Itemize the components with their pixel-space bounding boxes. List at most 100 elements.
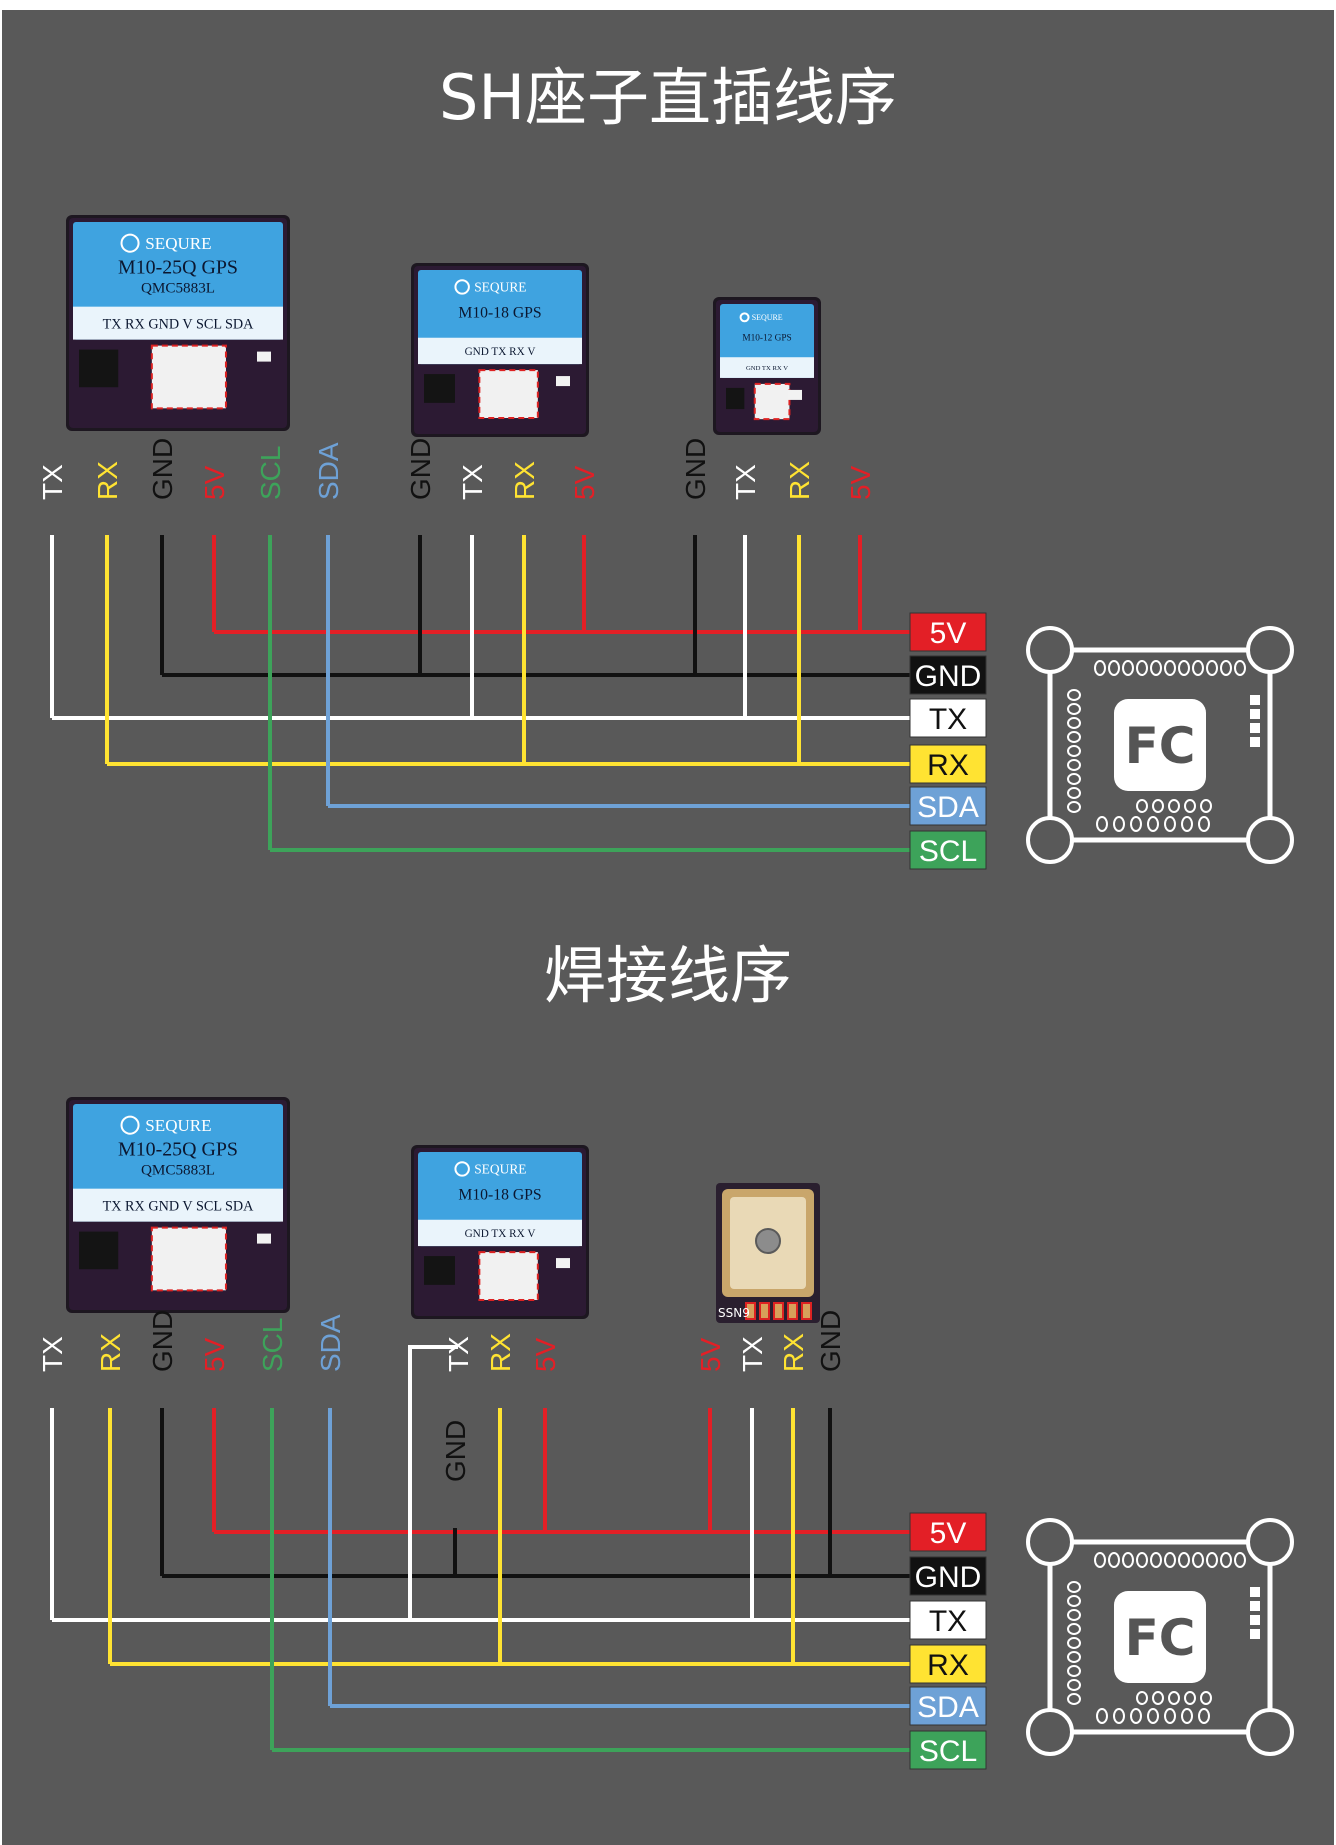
sequre-logo-icon (120, 1115, 140, 1135)
module-connector (150, 344, 227, 410)
fc-board-2: FC (1026, 1518, 1294, 1756)
pad (1147, 1708, 1159, 1724)
pad (1234, 660, 1246, 676)
fc-label: FC (1125, 1609, 1196, 1667)
pad (1164, 660, 1176, 676)
pin-label-rx: RX (95, 1333, 126, 1372)
pad (1094, 1552, 1106, 1568)
mount-hole-icon (1026, 1708, 1074, 1756)
fc-label: FC (1125, 717, 1196, 775)
pin-label-5v: 5V (199, 465, 230, 500)
mount-hole-icon (1026, 626, 1074, 674)
fc-pin-label: GND (915, 660, 982, 693)
pad (1122, 1552, 1134, 1568)
fc-pin-label: GND (915, 1561, 982, 1594)
pad (1192, 1552, 1204, 1568)
fc-pin-label: SDA (917, 1691, 979, 1724)
pad (1136, 1552, 1148, 1568)
pin-label-5v: 5V (845, 465, 876, 500)
pad (1206, 1552, 1218, 1568)
fc-pin-box (909, 786, 987, 826)
fc-pin-tx: TX (909, 1600, 987, 1640)
pad (1181, 816, 1193, 832)
pad (1067, 1693, 1081, 1705)
module-chip-ic (79, 349, 119, 388)
solder-pad (759, 1302, 770, 1320)
pad (1250, 695, 1260, 705)
fc-pin-label: 5V (930, 617, 967, 650)
pin-label-gnd: GND (440, 1420, 471, 1482)
pad (1164, 1708, 1176, 1724)
fc-pin-5v: 5V (909, 1512, 987, 1552)
gps-module-3: SSN9 (716, 1183, 820, 1323)
pin-label-rx: RX (784, 461, 815, 500)
pad (1067, 801, 1081, 813)
pad (1150, 660, 1162, 676)
fc-pin-gnd: GND (909, 1556, 987, 1596)
pad (1198, 1708, 1210, 1724)
module-pinout: GND TX RX V (746, 365, 788, 372)
fc-outline (1047, 1539, 1273, 1735)
fc-pin-box (909, 1556, 987, 1596)
pad (1067, 1609, 1081, 1621)
pin-label-sda: SDA (315, 1314, 346, 1372)
pad (1067, 703, 1081, 715)
pad (1122, 660, 1134, 676)
sequre-logo-icon (454, 1161, 470, 1177)
pad (1113, 816, 1125, 832)
pad (1067, 1665, 1081, 1677)
fc-pin-rx: RX (909, 1644, 987, 1684)
module-brand: SEQURE (474, 280, 526, 295)
pad (1250, 709, 1260, 719)
fc-outline (1047, 647, 1273, 843)
fc-pin-label: RX (927, 1649, 969, 1682)
pin-label-5v: 5V (530, 1337, 561, 1372)
module-led (556, 376, 570, 387)
pin-label-tx: TX (730, 464, 761, 500)
pad (1130, 816, 1142, 832)
module-model: M10-18 GPS (458, 305, 541, 322)
pin-label-tx: TX (443, 1336, 474, 1372)
module-led (257, 351, 271, 362)
module-chip: QMC5883L (141, 279, 215, 296)
pad (1250, 1601, 1260, 1611)
pad (1108, 1552, 1120, 1568)
module-brand: SEQURE (474, 1162, 526, 1177)
pin-label-5v: 5V (569, 465, 600, 500)
module-chip-ic (424, 1256, 455, 1285)
fc-pin-scl: SCL (909, 1730, 987, 1770)
fc-pin-box (909, 612, 987, 652)
pad (1178, 1552, 1190, 1568)
module-model: M10-25Q GPS (118, 1138, 238, 1160)
fc-pin-box (909, 744, 987, 784)
fc-pin-gnd: GND (909, 655, 987, 695)
module-led (257, 1233, 271, 1244)
mount-hole-icon (1246, 816, 1294, 864)
fc-pin-box (909, 1730, 987, 1770)
module-pin-strip (73, 306, 283, 340)
solder-pad (773, 1302, 784, 1320)
sequre-logo-icon (120, 233, 140, 253)
pad (1067, 759, 1081, 771)
module-led (556, 1258, 570, 1269)
pin-label-tx: TX (37, 464, 68, 500)
pad (1181, 1708, 1193, 1724)
fc-pin-label: SDA (917, 791, 979, 824)
solder-pad (787, 1302, 798, 1320)
fc-pin-sda: SDA (909, 1686, 987, 1726)
module-silkscreen: SSN9 (718, 1306, 750, 1320)
pad (1136, 799, 1148, 813)
pad (1234, 1552, 1246, 1568)
pad (1192, 660, 1204, 676)
pad (1184, 799, 1196, 813)
fc-pin-box (909, 698, 987, 738)
pad (1168, 1691, 1180, 1705)
pad (1164, 1552, 1176, 1568)
pad (1150, 1552, 1162, 1568)
pad (1067, 689, 1081, 701)
module-connector (478, 369, 539, 420)
module-pin-strip (418, 337, 582, 365)
